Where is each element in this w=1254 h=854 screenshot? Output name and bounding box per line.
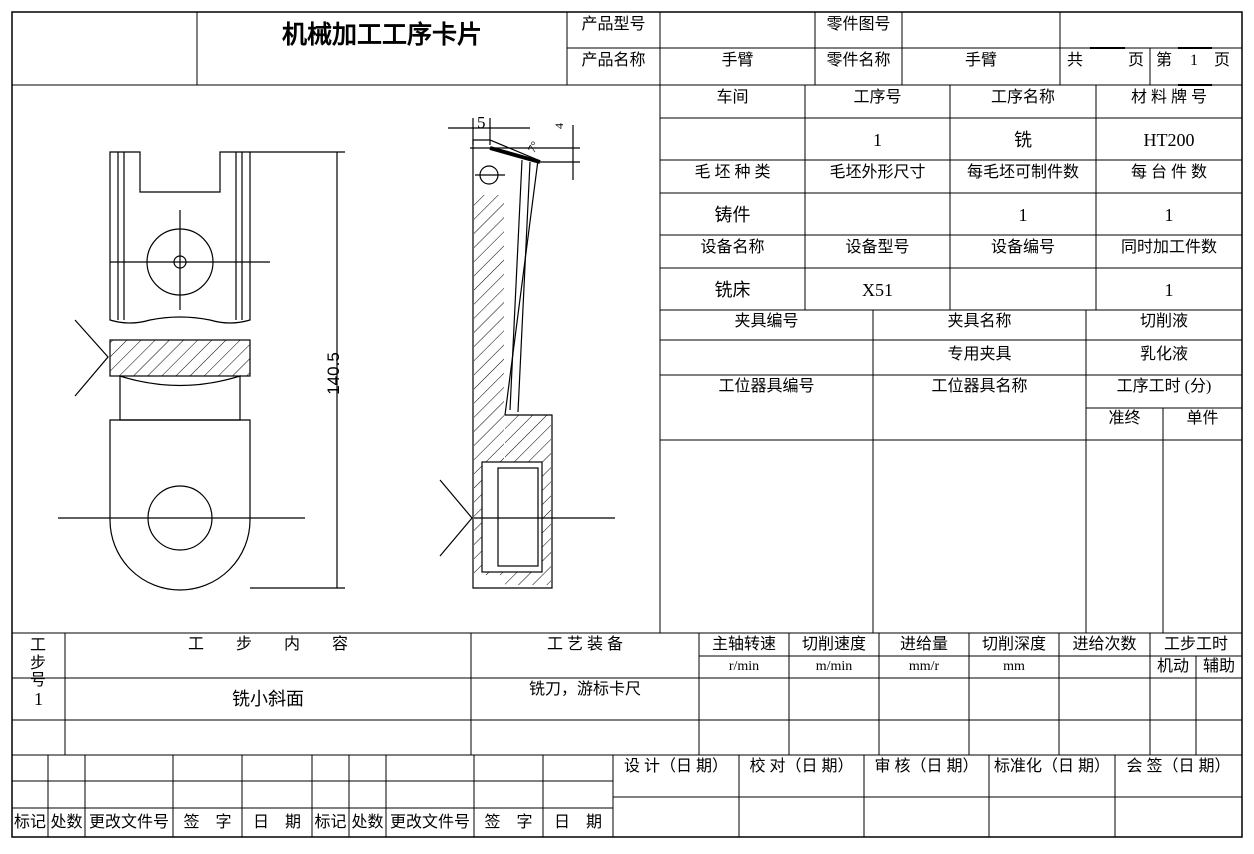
column-header: 工步工时 xyxy=(1163,636,1228,653)
change-label: 日 期 xyxy=(553,814,602,831)
change-label: 标记 xyxy=(13,814,46,831)
field-value: HT200 xyxy=(1143,130,1195,150)
field-label: 毛 坯 种 类 xyxy=(694,164,771,181)
change-label: 签 字 xyxy=(484,814,533,831)
column-header: 进给量 xyxy=(899,636,948,653)
field-label: 同时加工件数 xyxy=(1120,239,1217,256)
column-header: 进给次数 xyxy=(1072,636,1137,653)
field-label: 每 台 件 数 xyxy=(1130,164,1207,181)
unit-label: m/min xyxy=(815,659,853,674)
step-number: 1 xyxy=(34,689,43,709)
field-label: 设备型号 xyxy=(845,239,910,256)
page-number: 1 xyxy=(1190,52,1198,69)
field-label: 工序号 xyxy=(853,89,902,106)
field-label: 夹具名称 xyxy=(947,313,1012,330)
column-header: 工 艺 装 备 xyxy=(546,636,623,653)
column-header: 切削速度 xyxy=(801,636,866,653)
change-label: 处数 xyxy=(50,814,83,831)
sign-label: 校 对（日 期） xyxy=(749,758,854,775)
change-label: 处数 xyxy=(351,814,384,831)
field-label: 毛坯外形尺寸 xyxy=(829,164,926,181)
field-label: 切削液 xyxy=(1139,313,1188,330)
field-label: 夹具编号 xyxy=(734,313,799,330)
label: 产品名称 xyxy=(581,52,646,69)
column-header: 工步号 xyxy=(29,637,46,690)
column-header: 辅助 xyxy=(1202,658,1235,675)
field-label: 工位器具编号 xyxy=(718,378,815,395)
sign-label: 审 核（日 期） xyxy=(874,758,979,775)
field-label: 材 料 牌 号 xyxy=(1130,89,1207,106)
field-label: 设备名称 xyxy=(700,239,765,256)
dim-5: 5 xyxy=(477,113,486,132)
change-label: 日 期 xyxy=(252,814,301,831)
dim-overall-length: 140.5 xyxy=(323,352,343,395)
field-label: 工序工时 (分) xyxy=(1116,378,1212,395)
label: 第 xyxy=(1156,52,1173,69)
field-value: 专用夹具 xyxy=(947,346,1012,363)
field-label: 设备编号 xyxy=(990,239,1055,256)
step-equipment: 铣刀，游标卡尺 xyxy=(528,681,641,698)
field-value: 1 xyxy=(1164,280,1174,300)
field-value: 铣 xyxy=(1014,130,1032,150)
front-view xyxy=(58,151,345,591)
column-header: 工 步 内 容 xyxy=(187,636,348,653)
unit-label: mm xyxy=(1003,659,1025,674)
column-header: 主轴转速 xyxy=(711,636,776,653)
unit-label: r/min xyxy=(728,659,760,674)
change-label: 更改文件号 xyxy=(88,814,169,831)
dim-4: 4 xyxy=(552,123,566,129)
field-value: X51 xyxy=(862,280,893,300)
label: 页 xyxy=(1214,52,1231,69)
change-label: 更改文件号 xyxy=(389,814,470,831)
value: 手臂 xyxy=(964,52,997,69)
field-label: 每毛坯可制件数 xyxy=(966,164,1079,181)
field-label: 单件 xyxy=(1186,410,1219,427)
field-value: 1 xyxy=(1164,205,1174,225)
field-label: 工位器具名称 xyxy=(931,378,1028,395)
label: 页 xyxy=(1128,52,1145,69)
label: 零件图号 xyxy=(826,16,891,33)
field-value: 1 xyxy=(873,130,882,150)
step-content: 铣小斜面 xyxy=(232,689,304,709)
field-label: 准终 xyxy=(1108,410,1141,427)
label: 共 xyxy=(1067,52,1084,69)
label: 零件名称 xyxy=(826,52,891,69)
field-value: 乳化液 xyxy=(1139,346,1188,363)
side-view xyxy=(439,118,615,589)
field-label: 工序名称 xyxy=(990,89,1055,106)
field-label: 车间 xyxy=(716,89,749,106)
unit-label: mm/r xyxy=(908,659,940,674)
field-value: 1 xyxy=(1018,205,1028,225)
sign-label: 设 计（日 期） xyxy=(623,758,728,775)
sign-label: 标准化（日 期） xyxy=(993,758,1110,775)
change-label: 签 字 xyxy=(183,814,232,831)
field-value: 铣床 xyxy=(714,280,751,300)
label: 产品型号 xyxy=(581,16,646,33)
page-title: 机械加工工序卡片 xyxy=(281,20,482,49)
field-value: 铸件 xyxy=(714,205,751,225)
sign-label: 会 签（日 期） xyxy=(1126,758,1231,775)
value: 手臂 xyxy=(721,52,754,69)
column-header: 机动 xyxy=(1156,658,1189,675)
column-header: 切削深度 xyxy=(981,636,1046,653)
change-label: 标记 xyxy=(314,814,347,831)
